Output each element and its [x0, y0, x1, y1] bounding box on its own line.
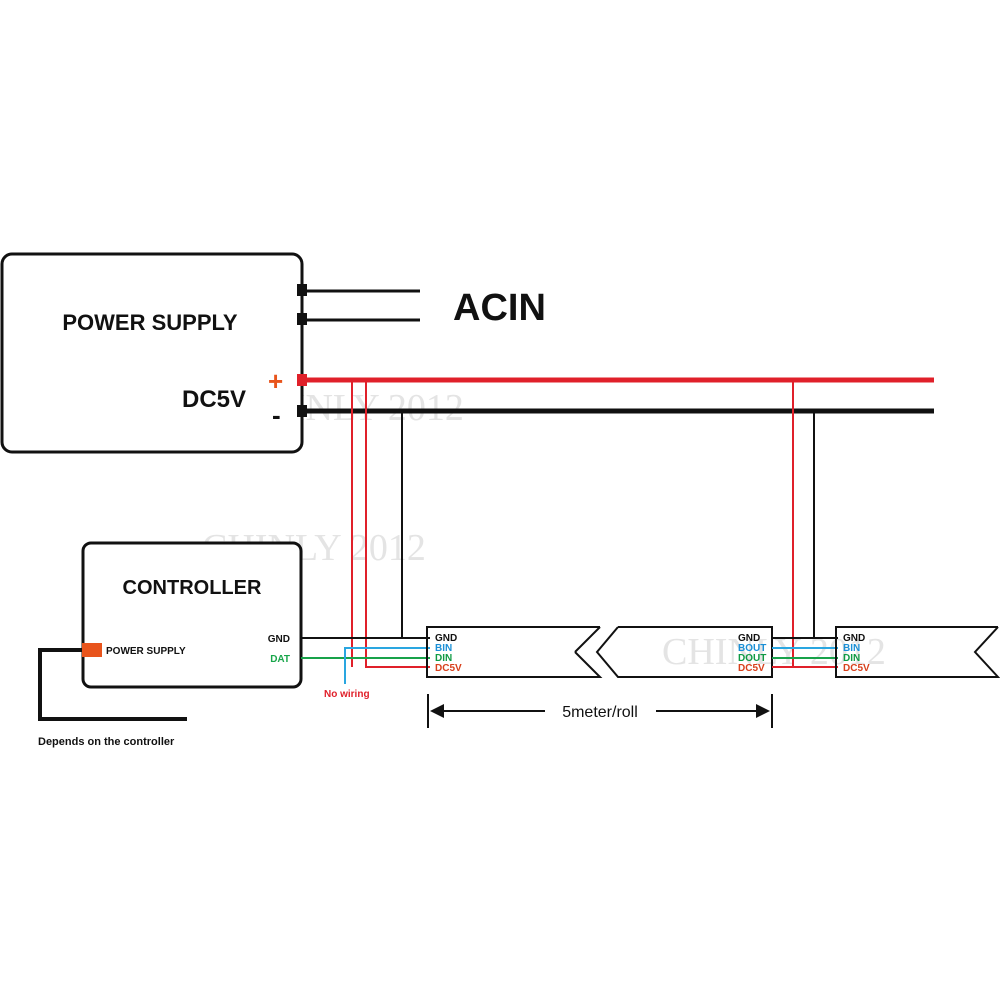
ac-terminal-2 — [297, 313, 307, 325]
minus-symbol: - — [272, 400, 281, 430]
bin-no-wiring-wire — [344, 647, 430, 684]
controller-power-connector — [82, 643, 102, 657]
controller-power-note: Depends on the controller — [38, 736, 175, 748]
strip-1-pin-din: DIN — [435, 653, 452, 664]
dimension-arrow-left — [430, 704, 444, 718]
strip-2-pin-bout: BOUT — [738, 643, 766, 654]
strip-2-pin-dc5v: DC5V — [738, 663, 765, 674]
controller-gnd-label: GND — [268, 634, 290, 645]
strip-1-pin-dc5v: DC5V — [435, 663, 462, 674]
strip-2-pin-dout: DOUT — [738, 653, 766, 664]
strip-3-pin-din: DIN — [843, 653, 860, 664]
strip-2-pin-gnd: GND — [738, 633, 760, 644]
power-supply-box: POWER SUPPLY DC5V + - — [0, 252, 307, 454]
dimension-label: 5meter/roll — [562, 704, 638, 721]
led-strip-2: GND BOUT DOUT DC5V — [595, 626, 773, 678]
strip-3-power-drops — [792, 380, 838, 668]
positive-terminal — [297, 374, 307, 386]
ac-input-wires — [307, 289, 420, 322]
dc5v-label: DC5V — [182, 386, 246, 413]
strip-3-pin-bin: BIN — [843, 643, 860, 654]
led-strip-1: GND BIN DIN DC5V — [426, 626, 603, 678]
dimension-arrow-right — [756, 704, 770, 718]
acin-label: ACIN — [453, 287, 546, 329]
led-strip-3: GND BIN DIN DC5V — [835, 626, 1000, 678]
controller-title: CONTROLLER — [123, 577, 262, 599]
strip-3-pin-gnd: GND — [843, 633, 865, 644]
controller-dat-label: DAT — [270, 654, 290, 665]
ac-terminal-1 — [297, 284, 307, 296]
power-supply-title: POWER SUPPLY — [62, 310, 238, 335]
controller-power-label: POWER SUPPLY — [106, 646, 186, 657]
controller-box: CONTROLLER POWER SUPPLY GND DAT — [81, 541, 303, 689]
strip-1-pin-gnd: GND — [435, 633, 457, 644]
negative-terminal — [297, 405, 307, 417]
strip-3-pin-dc5v: DC5V — [843, 663, 870, 674]
strip-1-pin-bin: BIN — [435, 643, 452, 654]
strip-jumper-wires — [772, 637, 838, 668]
plus-symbol: + — [268, 366, 283, 396]
length-dimension: 5meter/roll — [427, 694, 773, 728]
no-wiring-note: No wiring — [324, 689, 370, 700]
controller-power-cable — [38, 648, 187, 721]
